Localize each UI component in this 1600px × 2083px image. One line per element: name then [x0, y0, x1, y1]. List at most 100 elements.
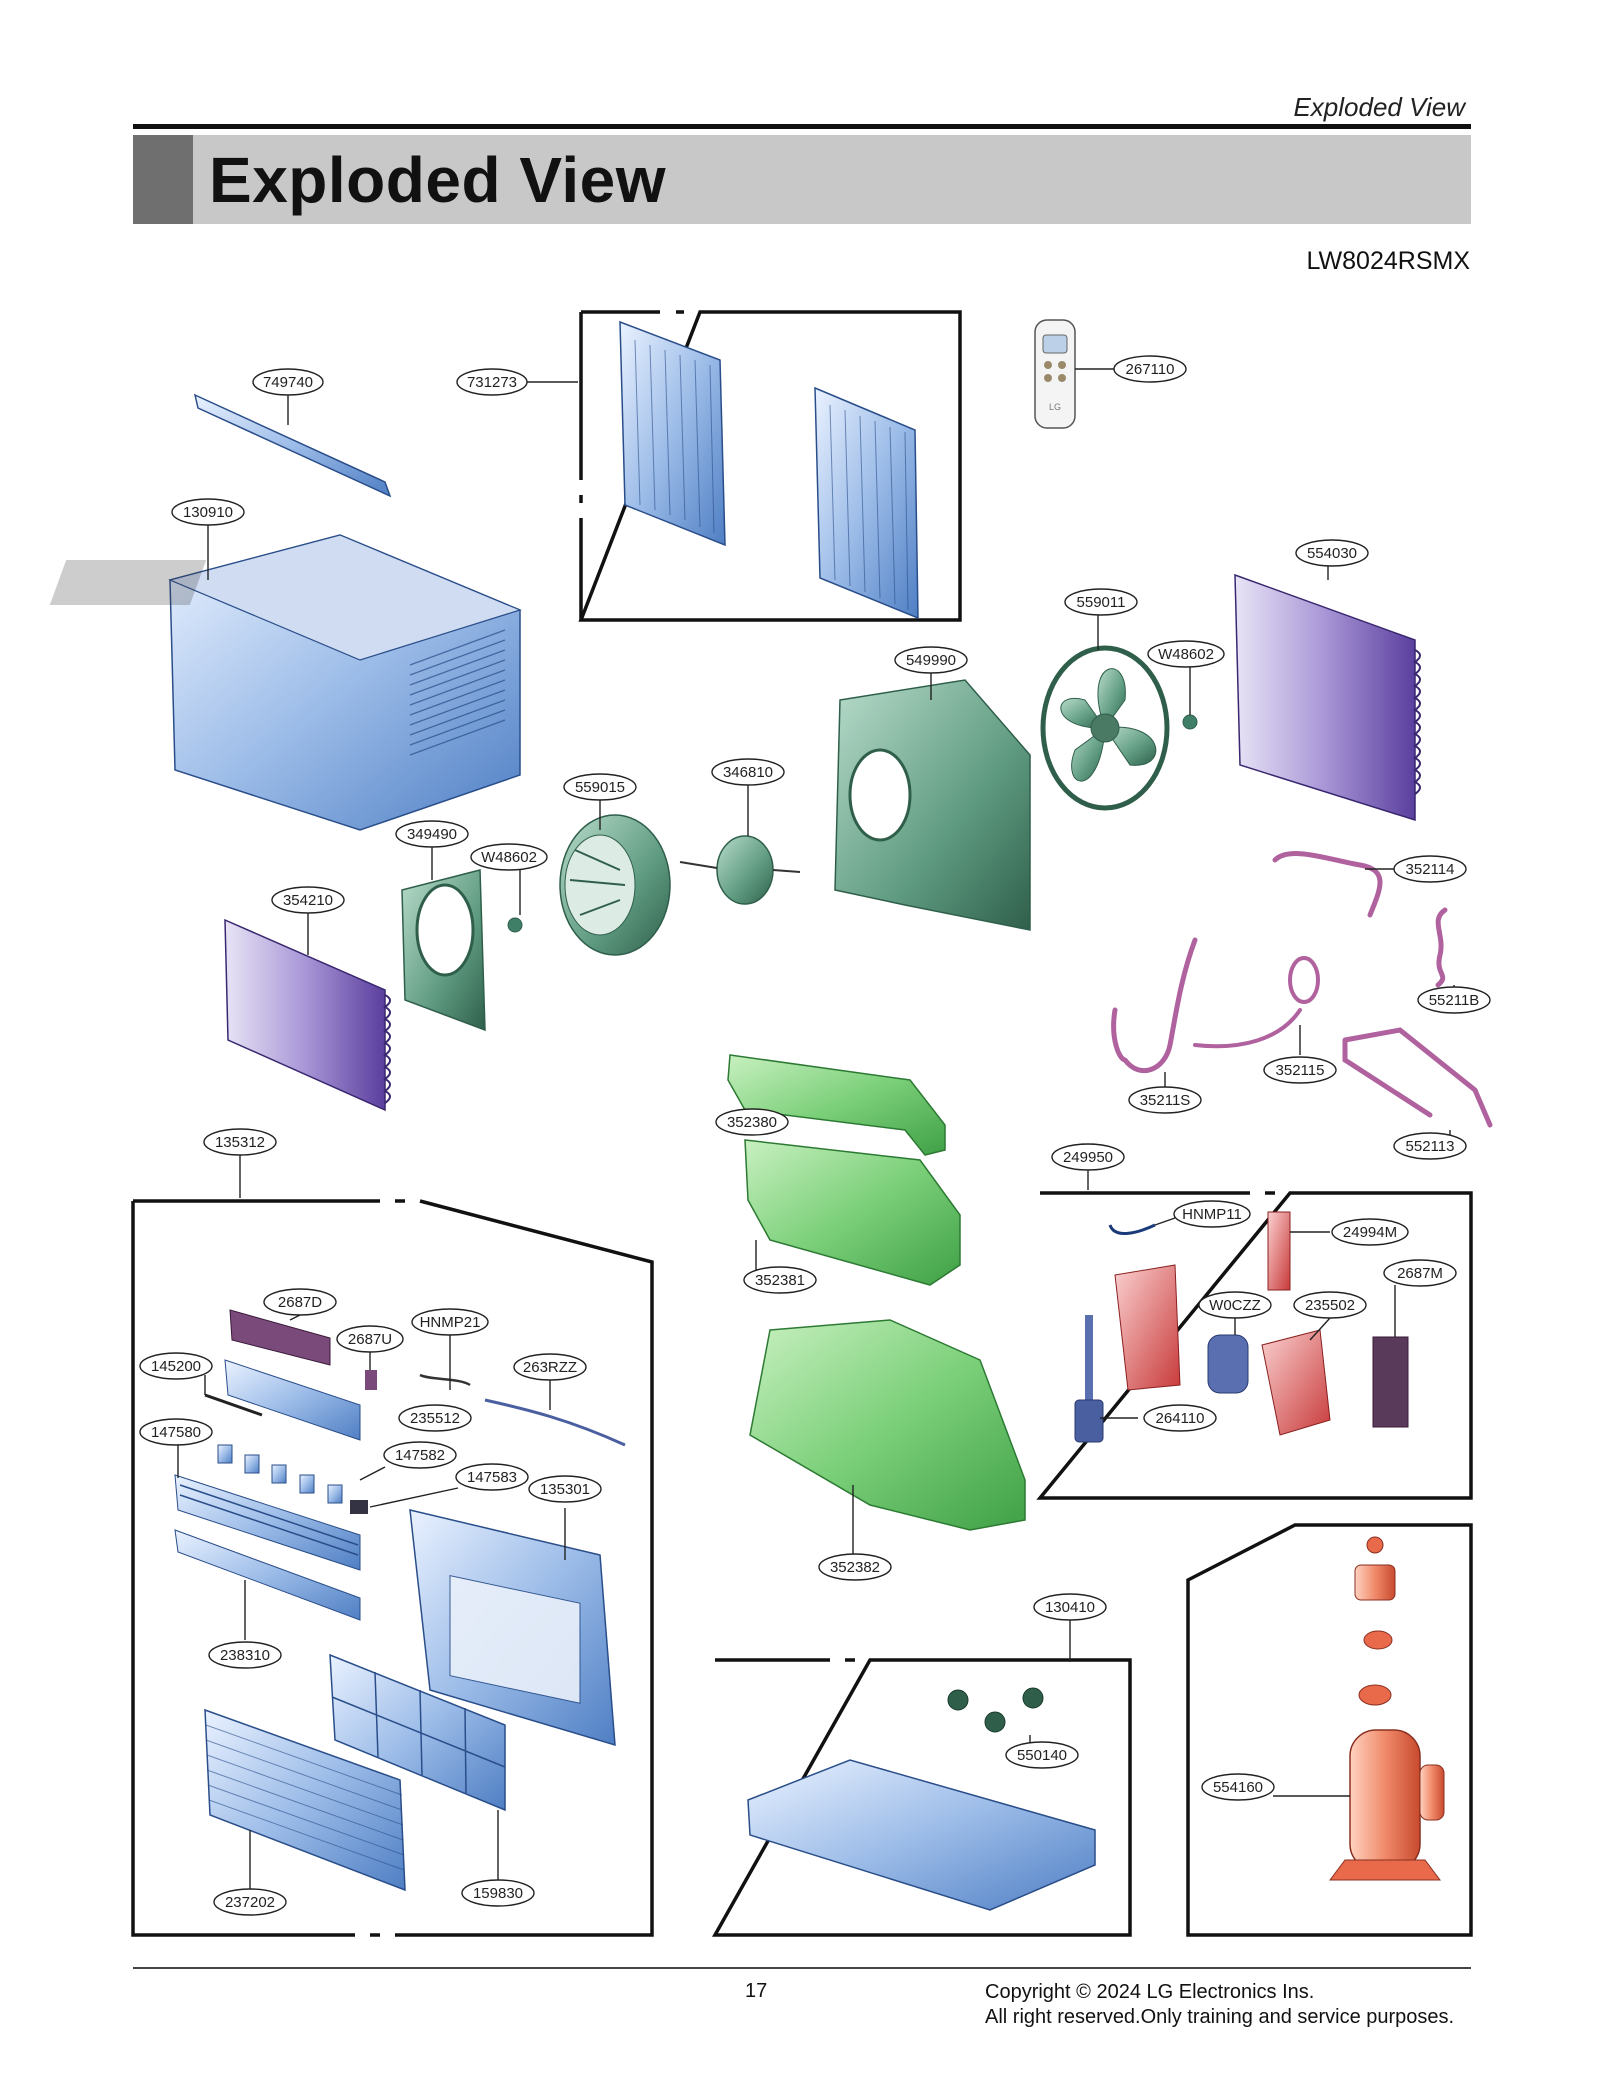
pipe-352115: [1193, 956, 1321, 1049]
label-249950: 249950: [1063, 1149, 1113, 1166]
label-346810: 346810: [723, 764, 773, 781]
part-label-texts: 749740 731273 267110 130910 554030 55901…: [151, 361, 1479, 1911]
nut-w48602-outdoor: [1182, 714, 1198, 730]
label-263RZZ: 263RZZ: [523, 1359, 577, 1376]
label-159830: 159830: [473, 1885, 523, 1902]
strip-238310: [174, 1529, 361, 1621]
rights-line: All right reserved.Only training and ser…: [985, 2006, 1455, 2028]
pipe-35211S: [1111, 937, 1198, 1074]
label-w48602-indoor: W48602: [481, 849, 537, 866]
part-2687U: [365, 1370, 377, 1390]
label-552113: 552113: [1406, 1138, 1455, 1155]
label-267110: 267110: [1126, 361, 1175, 378]
section-header: Exploded View: [1293, 92, 1465, 122]
label-2687U: 2687U: [348, 1331, 392, 1348]
label-554160: 554160: [1213, 1779, 1263, 1796]
label-2687D: 2687D: [278, 1294, 322, 1311]
label-749740: 749740: [263, 374, 313, 391]
motor-346810: [679, 835, 801, 905]
copyright: Copyright © 2024 LG Electronics Ins. All…: [985, 1980, 1454, 2030]
box-front-panel: [131, 1199, 654, 1937]
bracket-24994M: [1267, 1211, 1291, 1291]
orifice-349490: [401, 869, 486, 1032]
title-accent-block: [133, 135, 193, 224]
nut-w48602-indoor: [507, 917, 523, 933]
evaporator-354210: [224, 918, 391, 1112]
pipe-55211B: [1435, 907, 1448, 988]
compressor-parts: [1354, 1536, 1396, 1706]
label-349490: 349490: [407, 826, 457, 843]
pipe-552113: [1342, 1027, 1493, 1128]
label-354210: 354210: [283, 892, 333, 909]
label-352380: 352380: [727, 1114, 777, 1131]
box-side-panels: [578, 310, 962, 622]
label-237202: 237202: [225, 1894, 275, 1911]
front-frame-135301: [409, 1509, 616, 1747]
base-130410: [747, 1759, 1096, 1911]
model-number: LW8024RSMX: [1306, 247, 1471, 275]
box-compressor: [1186, 1523, 1473, 1937]
louvers-147582: [217, 1444, 343, 1504]
power-cord-264110: [1074, 1315, 1104, 1443]
top-rule: [133, 124, 1471, 129]
shroud-549990: [834, 679, 1031, 931]
grille-147580: [174, 1474, 361, 1571]
box-control: [1036, 1191, 1473, 1500]
pcb-2687M: [1372, 1336, 1409, 1428]
label-352382: 352382: [830, 1559, 880, 1576]
pcb-2687D: [229, 1309, 331, 1366]
wire-HNMP21: [419, 1373, 471, 1387]
front-grille-237202: [204, 1708, 406, 1892]
page-number: 17: [745, 1980, 768, 2002]
display-holder-235512: [224, 1359, 361, 1441]
label-352381: 352381: [755, 1272, 805, 1289]
page-title: Exploded View: [209, 144, 666, 216]
label-235512: 235512: [410, 1410, 460, 1427]
label-549990: 549990: [906, 652, 956, 669]
compressor-554160: [1329, 1729, 1445, 1881]
label-HNMP21: HNMP21: [420, 1314, 481, 1331]
filter-159830: [329, 1653, 506, 1812]
label-135301: 135301: [540, 1481, 590, 1498]
label-W0CZZ: W0CZZ: [1209, 1297, 1261, 1314]
rod-145200: [204, 1393, 263, 1417]
box-red-main: [1114, 1264, 1181, 1391]
cabinet-130910: [49, 534, 522, 831]
label-130410: 130410: [1045, 1599, 1095, 1616]
outdoor-fan-559011: [1040, 645, 1170, 811]
label-559011: 559011: [1077, 594, 1126, 611]
label-55211B: 55211B: [1429, 992, 1480, 1009]
label-24994M: 24994M: [1343, 1224, 1397, 1241]
duct-352381: [744, 1139, 961, 1286]
part-147583: [350, 1500, 368, 1514]
label-554030: 554030: [1307, 545, 1357, 562]
label-130910: 130910: [183, 504, 233, 521]
cover-235502: [1261, 1329, 1331, 1436]
base-pan-352382: [749, 1319, 1026, 1531]
label-HNMP11: HNMP11: [1182, 1206, 1242, 1223]
condenser-554030: [1234, 573, 1421, 822]
label-145200: 145200: [151, 1358, 201, 1375]
label-731273: 731273: [467, 374, 517, 391]
grommets-550140: [947, 1687, 1044, 1733]
duct-352380: [727, 1054, 946, 1156]
label-264110: 264110: [1156, 1410, 1205, 1427]
pipe-352114: [1272, 851, 1383, 918]
blower-559015: [559, 814, 671, 956]
label-235502: 235502: [1305, 1297, 1355, 1314]
title-bar: Exploded View: [133, 135, 1471, 224]
side-panel-left: [619, 320, 726, 547]
wire-HNMP11: [1108, 1223, 1156, 1235]
label-135312: 135312: [215, 1134, 265, 1151]
label-147582: 147582: [395, 1447, 445, 1464]
copyright-line: Copyright © 2024 LG Electronics Ins.: [985, 1981, 1315, 2003]
label-559015: 559015: [575, 779, 625, 796]
label-147580: 147580: [151, 1424, 201, 1441]
wire-263RZZ: [484, 1398, 626, 1447]
footer-rule: [133, 1967, 1471, 1969]
label-550140: 550140: [1017, 1747, 1067, 1764]
leader-lines: [177, 368, 1455, 1890]
label-352114: 352114: [1406, 861, 1455, 878]
label-147583: 147583: [467, 1469, 517, 1486]
